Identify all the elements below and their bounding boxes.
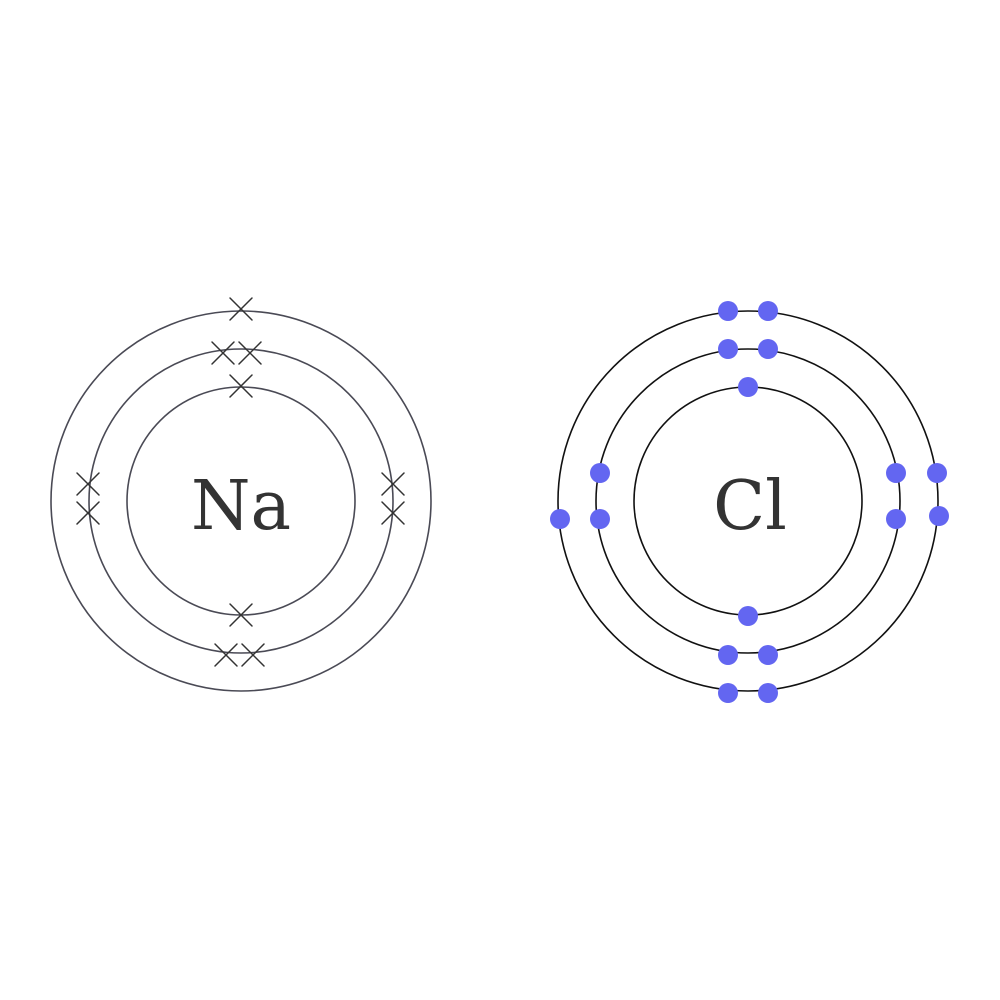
na-shell-2-electron xyxy=(76,501,100,525)
cl-shell-3-electron xyxy=(758,301,778,321)
na-shell-2-electron xyxy=(381,501,405,525)
cl-shell-2-electron xyxy=(718,645,738,665)
cl-shell-2 xyxy=(595,348,901,654)
cl-shell-2-electron xyxy=(886,463,906,483)
cl-shell-2-electron xyxy=(718,339,738,359)
na-shell-2-electron xyxy=(214,643,238,667)
cl-shell-3 xyxy=(557,310,939,692)
cl-shell-2-electron xyxy=(590,509,610,529)
cl-shell-3-electron xyxy=(550,509,570,529)
na-shell-1-electron xyxy=(229,374,253,398)
cl-shell-1-electron xyxy=(738,606,758,626)
na-shell-1-electron xyxy=(229,603,253,627)
cl-shell-3-electron xyxy=(929,506,949,526)
atom-cl: Cl xyxy=(550,301,949,703)
cl-shell-1-electron xyxy=(738,377,758,397)
cl-shell-3-electron xyxy=(718,683,738,703)
na-shell-2-electron xyxy=(241,643,265,667)
cl-shell-2-electron xyxy=(590,463,610,483)
cl-shell-3-electron xyxy=(927,463,947,483)
na-shell-2-electron xyxy=(381,472,405,496)
na-shell-2-electron xyxy=(238,341,262,365)
na-symbol: Na xyxy=(191,467,291,546)
na-shell-2-electron xyxy=(76,472,100,496)
cl-shell-2-electron xyxy=(758,339,778,359)
cl-symbol: Cl xyxy=(713,467,787,546)
na-shell-3 xyxy=(50,310,432,692)
cl-shell-3-electron xyxy=(758,683,778,703)
na-shell-3-electron xyxy=(229,297,253,321)
na-electrons xyxy=(76,297,405,667)
cl-electrons xyxy=(550,301,949,703)
na-shell-2 xyxy=(88,348,394,654)
na-shell-2-electron xyxy=(211,341,235,365)
cl-shell-3-electron xyxy=(718,301,738,321)
cl-shell-2-electron xyxy=(886,509,906,529)
atom-na: Na xyxy=(50,297,432,692)
cl-shell-2-electron xyxy=(758,645,778,665)
